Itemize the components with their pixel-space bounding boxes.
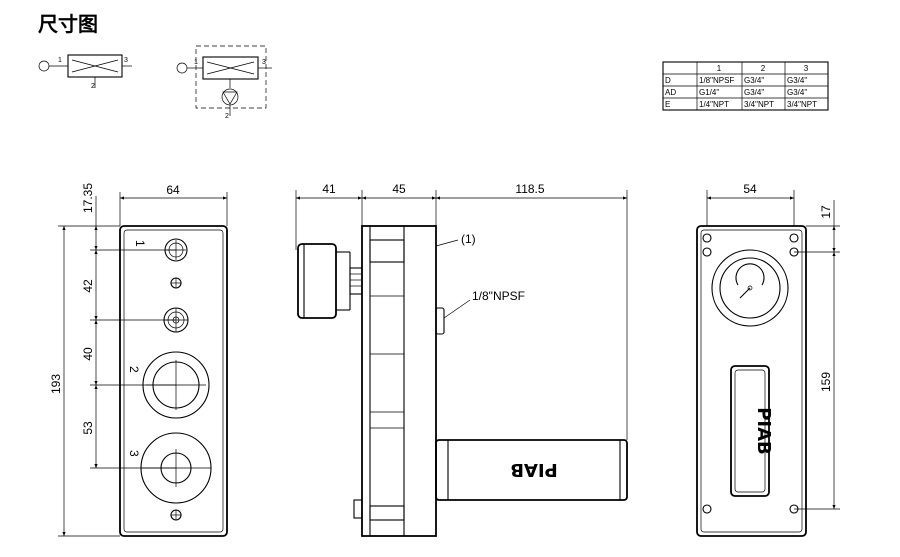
side-dim-c-label: 118.5: [515, 182, 544, 196]
thread-table: 1 2 3 D 1/8"NPSF G3/4" G3/4" AD G1/4" G3…: [662, 61, 829, 111]
table-cell: 3/4"NPT: [787, 100, 817, 109]
front-port3-label: 3: [127, 450, 141, 457]
front-view: 64 193 17.35 42 40 53 1: [49, 183, 228, 537]
side-dim-b-label: 45: [392, 182, 406, 196]
symbol-ejector-simple: 1 3 2: [38, 54, 132, 90]
back-top-offset-label: 17: [819, 205, 833, 219]
front-width-label: 64: [166, 183, 180, 197]
symbol1-port3: 3: [124, 57, 128, 64]
symbol1-port2: 2: [91, 83, 95, 90]
table-header-1: 1: [717, 64, 722, 73]
side-view: 41 45 118.5 PIAB (1: [295, 182, 628, 537]
front-dim-a-label: 42: [81, 279, 95, 293]
symbol-ejector-gauge: 1 3 2: [176, 45, 272, 120]
table-cell: G1/4": [699, 88, 719, 97]
table-header-2: 2: [761, 64, 766, 73]
symbol2-port3: 3: [262, 59, 266, 66]
side-logo: PIAB: [510, 459, 558, 480]
side-callout-label: (1): [461, 232, 476, 246]
table-cell: 1/4"NPT: [699, 100, 729, 109]
table-cell: D: [665, 76, 671, 85]
front-port2-label: 2: [127, 366, 141, 373]
front-height-label: 193: [49, 374, 63, 394]
symbol2-port2: 2: [225, 113, 229, 120]
back-width-label: 54: [743, 182, 757, 196]
back-logo: PIAB: [753, 407, 774, 455]
table-cell: 1/8"NPSF: [699, 76, 734, 85]
table-cell: E: [665, 100, 670, 109]
table-header-3: 3: [804, 64, 809, 73]
table-cell: G3/4": [787, 88, 807, 97]
page-title: 尺寸图: [38, 12, 98, 36]
front-dim-c-label: 53: [81, 421, 95, 435]
back-height-label: 159: [819, 372, 833, 392]
symbol1-port1: 1: [58, 57, 62, 64]
front-port1-label: 1: [133, 240, 147, 247]
side-thread-label: 1/8"NPSF: [472, 289, 525, 303]
side-dim-a-label: 41: [322, 182, 336, 196]
back-view: 54 17 159 PIAB: [696, 182, 840, 537]
table-cell: G3/4": [787, 76, 807, 85]
symbol2-port1: 1: [194, 59, 198, 66]
table-cell: G3/4": [744, 76, 764, 85]
table-cell: G3/4": [744, 88, 764, 97]
front-dim-b-label: 40: [81, 347, 95, 361]
table-cell: AD: [665, 88, 676, 97]
front-top-offset-label: 17.35: [81, 183, 95, 213]
table-cell: 3/4"NPT: [744, 100, 774, 109]
